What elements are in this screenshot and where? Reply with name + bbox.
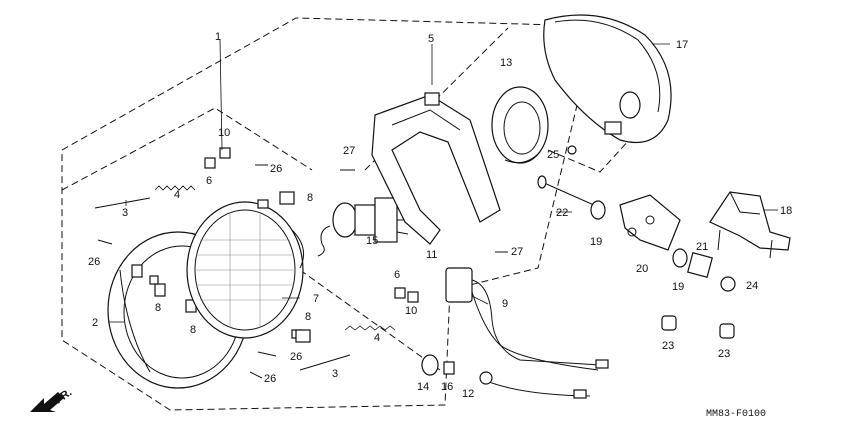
callout-5: 5 xyxy=(428,33,434,45)
callout-8c: 8 xyxy=(190,324,196,336)
callout-9: 9 xyxy=(502,298,508,310)
callout-6b: 6 xyxy=(394,269,400,281)
callout-11: 11 xyxy=(426,249,437,261)
callout-15: 15 xyxy=(366,235,378,247)
callout-16: 16 xyxy=(441,381,453,393)
callout-10: 10 xyxy=(218,127,230,139)
socket-cover-part xyxy=(491,86,549,164)
callout-4: 4 xyxy=(174,189,180,201)
callout-27: 27 xyxy=(343,145,355,157)
callout-18: 18 xyxy=(780,205,792,217)
callout-26d: 26 xyxy=(264,373,276,385)
callout-21: 21 xyxy=(696,241,708,253)
callout-24: 24 xyxy=(746,280,758,292)
callout-10b: 10 xyxy=(405,305,417,317)
callout-23b: 23 xyxy=(718,348,730,360)
callout-19: 19 xyxy=(590,236,602,248)
callout-8: 8 xyxy=(307,192,313,204)
callout-14: 14 xyxy=(417,381,429,393)
callout-8b: 8 xyxy=(155,302,161,314)
callout-8d: 8 xyxy=(305,311,311,323)
headlight-bracket-part xyxy=(371,92,501,245)
leader-lines xyxy=(108,39,778,323)
callout-3b: 3 xyxy=(332,368,338,380)
callout-27b: 27 xyxy=(511,246,523,258)
callout-2: 2 xyxy=(92,317,98,329)
diagram-reference-code: MM83-F0100 xyxy=(706,409,766,420)
headlight-bulb-part xyxy=(317,197,409,257)
callout-1: 1 xyxy=(215,31,221,43)
callout-26b: 26 xyxy=(88,256,100,268)
callout-7: 7 xyxy=(313,293,319,305)
callout-19b: 19 xyxy=(672,281,684,293)
callout-12: 12 xyxy=(462,388,474,400)
fastener-parts xyxy=(94,147,508,385)
callout-22: 22 xyxy=(556,207,568,219)
mounting-stay-part xyxy=(709,191,791,259)
callout-13: 13 xyxy=(500,57,512,69)
callout-26c: 26 xyxy=(290,351,302,363)
callout-4b: 4 xyxy=(374,332,380,344)
pivot-bracket-part xyxy=(619,194,681,251)
callout-labels: 1 2 3 3 4 4 5 6 6 7 8 8 8 8 9 10 10 11 1… xyxy=(88,31,792,400)
callout-26: 26 xyxy=(270,163,282,175)
callout-25: 25 xyxy=(547,149,559,161)
callout-20: 20 xyxy=(636,263,648,275)
callout-23: 23 xyxy=(662,340,674,352)
sealed-beam-lens-part xyxy=(186,199,305,339)
callout-3: 3 xyxy=(122,207,128,219)
headlight-case-part xyxy=(543,14,672,144)
small-hardware-parts xyxy=(537,145,736,339)
callout-6: 6 xyxy=(206,175,212,187)
front-direction-arrow-icon xyxy=(30,392,64,412)
wire-harness-part xyxy=(445,267,609,399)
callout-17: 17 xyxy=(676,39,688,51)
